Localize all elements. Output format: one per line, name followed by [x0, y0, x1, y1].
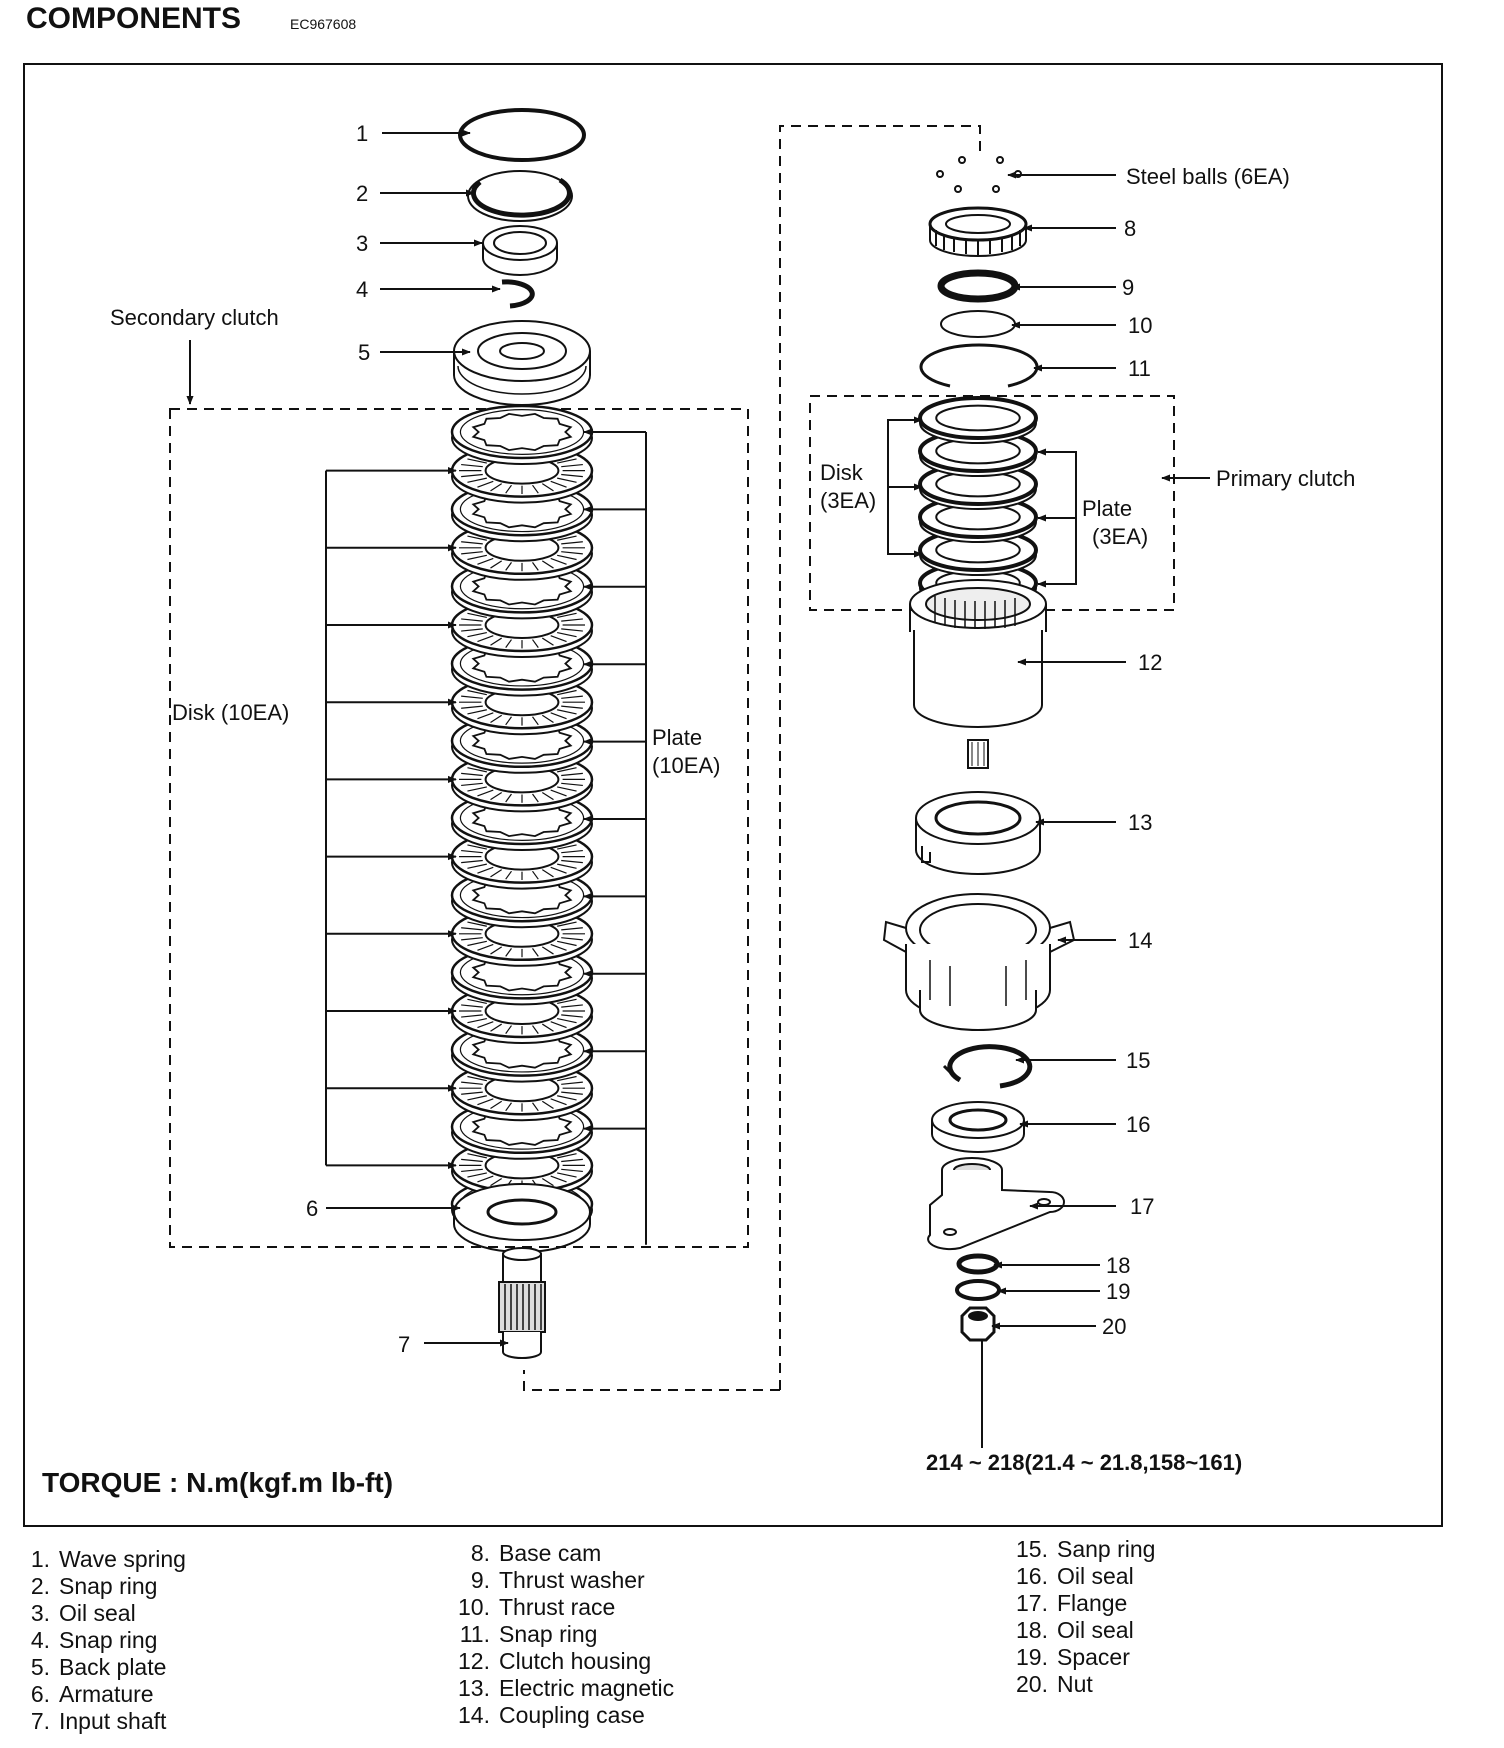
- thrust-washer-9: [937, 269, 1019, 303]
- legend-item: 18.Oil seal: [1016, 1617, 1134, 1643]
- callout-6: 6: [306, 1196, 318, 1221]
- callout-10: 10: [1128, 313, 1152, 338]
- legend-column-1: 1.Wave spring 2.Snap ring 3.Oil seal 4.S…: [16, 1546, 186, 1735]
- legend-item: 6.Armature: [30, 1681, 154, 1707]
- callout-2: 2: [356, 181, 368, 206]
- legend-item: 4.Snap ring: [30, 1627, 158, 1653]
- assembly-link-line-bottom: [523, 1370, 780, 1391]
- legend-item: 13.Electric magnetic: [458, 1675, 675, 1701]
- callout-17: 17: [1130, 1194, 1154, 1219]
- page-title: COMPONENTS: [26, 2, 242, 35]
- coupling-case-14: [882, 893, 1076, 1031]
- torque-title: TORQUE : N.m(kgf.m lb-ft): [42, 1467, 393, 1498]
- callout-12: 12: [1138, 650, 1162, 675]
- legend-item: 1.Wave spring: [30, 1546, 186, 1572]
- snap-ring-4: [501, 279, 535, 309]
- legend-column-2: 8.Base cam 9.Thrust washer 10.Thrust rac…: [456, 1540, 674, 1729]
- secondary-clutch-label: Secondary clutch: [110, 305, 279, 330]
- callout-3: 3: [356, 231, 368, 256]
- snap-ring-11: [919, 343, 1039, 388]
- callout-14: 14: [1128, 928, 1152, 953]
- secondary-clutch-box: [169, 408, 749, 1248]
- legend-item: 3.Oil seal: [30, 1600, 136, 1626]
- legend-item: 10.Thrust race: [458, 1594, 616, 1620]
- callout-16: 16: [1126, 1112, 1150, 1137]
- legend-item: 7.Input shaft: [30, 1708, 167, 1734]
- legend-item: 14.Coupling case: [458, 1702, 645, 1728]
- legend-item: 12.Clutch housing: [458, 1648, 652, 1674]
- flange-17: [927, 1157, 1065, 1251]
- back-plate-5: [453, 320, 591, 406]
- callout-4: 4: [356, 277, 368, 302]
- callout-20: 20: [1102, 1314, 1126, 1339]
- legend-item: 9.Thrust washer: [470, 1567, 645, 1593]
- snap-ring-2: [467, 170, 573, 222]
- legend-item: 20.Nut: [1016, 1671, 1093, 1697]
- callout-18: 18: [1106, 1253, 1130, 1278]
- legend-item: 5.Back plate: [30, 1654, 167, 1680]
- plate-3ea-label-1: Plate: [1082, 496, 1132, 521]
- legend-item: 15.Sanp ring: [1016, 1536, 1156, 1562]
- callout-1: 1: [356, 121, 368, 146]
- callout-11: 11: [1128, 356, 1151, 381]
- secondary-clutch-stack: [450, 404, 594, 1237]
- oil-seal-3: [482, 225, 558, 276]
- plate-3ea-label-2: (3EA): [1092, 524, 1148, 549]
- legend-item: 2.Snap ring: [30, 1573, 158, 1599]
- disk-10ea-label: Disk (10EA): [172, 700, 289, 725]
- disk-3ea-label-1: Disk: [820, 460, 864, 485]
- callout-8: 8: [1124, 216, 1136, 241]
- legend-item: 8.Base cam: [470, 1540, 602, 1566]
- legend-item: 19.Spacer: [1016, 1644, 1130, 1670]
- legend-column-3: 15.Sanp ring 16.Oil seal 17.Flange 18.Oi…: [1014, 1536, 1155, 1698]
- spacer-19: [955, 1279, 1001, 1301]
- base-cam-8: [928, 206, 1028, 257]
- clutch-housing-12: [909, 579, 1047, 769]
- primary-clutch-brackets: [887, 416, 1077, 588]
- callout-15: 15: [1126, 1048, 1150, 1073]
- steel-balls-label: Steel balls (6EA): [1126, 164, 1290, 189]
- oil-seal-16: [931, 1101, 1025, 1153]
- wave-spring-1: [458, 108, 586, 162]
- assembly-link-line: [779, 125, 981, 1390]
- primary-clutch-stack: [918, 396, 1038, 609]
- electric-magnetic-13: [915, 791, 1041, 875]
- callout-19: 19: [1106, 1279, 1130, 1304]
- steel-balls: [936, 156, 1022, 193]
- primary-clutch-label: Primary clutch: [1216, 466, 1355, 491]
- clutch-plate: [450, 404, 594, 465]
- oil-seal-18: [956, 1253, 1000, 1275]
- callout-13: 13: [1128, 810, 1152, 835]
- plate-10ea-label-1: Plate: [652, 725, 702, 750]
- nut-20: [960, 1306, 996, 1342]
- document-code: EC967608: [290, 16, 357, 32]
- torque-value: 214 ~ 218(21.4 ~ 21.8,158~161): [926, 1450, 1242, 1475]
- input-shaft-7: [498, 1247, 546, 1359]
- plate-10ea-label-2: (10EA): [652, 753, 720, 778]
- legend-item: 11.Snap ring: [459, 1621, 598, 1647]
- thrust-race-10: [940, 310, 1016, 338]
- callout-7: 7: [398, 1332, 410, 1357]
- diagram-frame: [23, 63, 1443, 1527]
- disk-plate-brackets: [325, 428, 647, 1245]
- callout-9: 9: [1122, 275, 1134, 300]
- callout-leaders: [186, 129, 1210, 1347]
- snap-ring-15: [942, 1044, 1033, 1089]
- callout-numbers: 1 2 3 4 5 6 7 8 9 10 11 12 13 14 15 16 1…: [306, 121, 1162, 1357]
- legend-item: 16.Oil seal: [1016, 1563, 1134, 1589]
- primary-disk: [918, 396, 1038, 444]
- callout-5: 5: [358, 340, 370, 365]
- armature-6: [453, 1183, 591, 1253]
- legend-item: 17.Flange: [1016, 1590, 1128, 1616]
- disk-3ea-label-2: (3EA): [820, 488, 876, 513]
